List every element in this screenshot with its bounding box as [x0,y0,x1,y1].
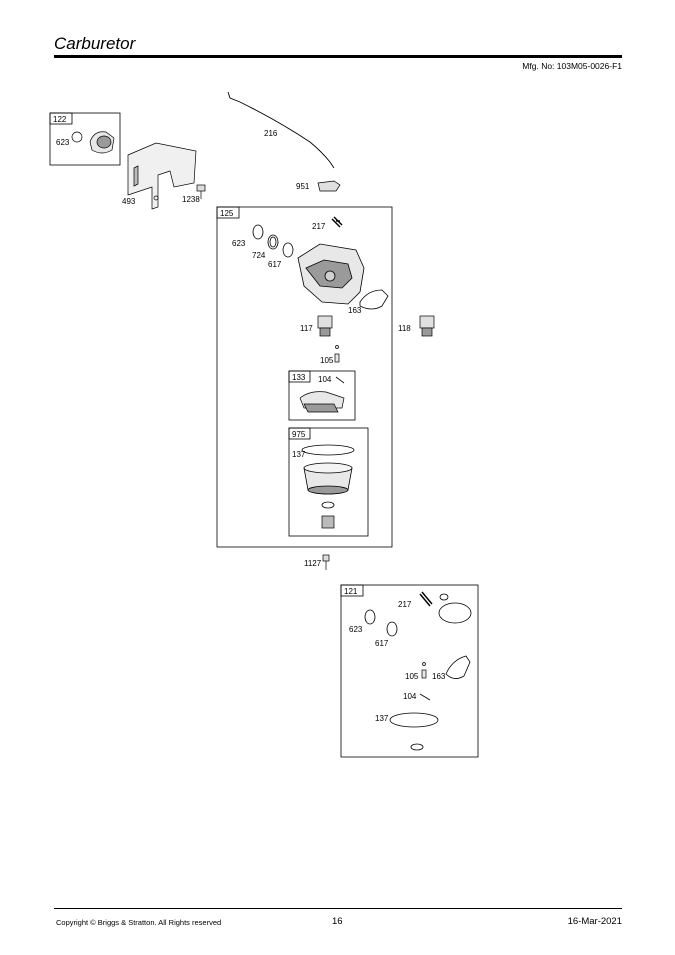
part-label: 104 [318,375,332,384]
part-label: 163 [348,306,362,315]
kit121-gasket-part-163 [445,655,471,679]
bracket-part-493 [127,142,197,210]
kit121-pin-part-104 [419,693,431,701]
jet-part-105 [334,345,340,363]
kit121-gasket-part-623 [364,609,376,625]
kit121-small-ring [439,593,449,601]
float-part [299,391,345,413]
kit-box-133 [288,370,356,421]
solenoid-part-118 [419,315,435,337]
kit-box-122 [49,112,121,166]
solenoid-part-117 [317,315,333,337]
choke-cap-part [71,131,115,154]
screw-part-1238 [196,184,206,199]
part-label: 617 [268,260,282,269]
kit121-washer-part [410,743,424,751]
part-label: 951 [296,182,310,191]
kit-label-125: 125 [220,209,234,218]
ring-part-724 [267,234,279,250]
kit-label-121: 121 [344,587,358,596]
kit-box-125 [216,206,393,548]
float-bowl-part [303,462,353,495]
gasket-part-163 [359,289,389,310]
kit121-gasket-part-617 [386,621,398,637]
page-number: 16 [332,916,343,927]
kit121-oring-part-137 [389,712,439,728]
governor-rod-part-216 [227,91,335,169]
part-label: 623 [349,625,363,634]
part-label: 217 [398,600,412,609]
part-label: 617 [375,639,389,648]
kit-label-box-975 [288,427,311,440]
part-label: 1127 [304,559,322,568]
spring-part-217 [331,216,343,228]
part-label: 1238 [182,195,200,204]
part-label: 105 [320,356,334,365]
header-rule [54,55,622,58]
kit-label-975: 975 [292,430,306,439]
kit-label-box-125 [216,206,240,219]
part-label: 493 [122,197,136,206]
footer-date: 16-Mar-2021 [567,916,622,927]
kit-label-box-121 [340,584,364,597]
part-label: 724 [252,251,266,260]
link-part-951 [317,180,341,192]
gasket-part-623 [252,224,264,240]
kit121-spring-part-217 [419,591,433,607]
part-label: 217 [312,222,326,231]
part-label: 105 [405,672,419,681]
footer-rule [54,908,622,909]
page-title: Carburetor [54,34,136,53]
washer-part [321,501,335,509]
bolt-part-1127 [322,554,330,570]
part-label: 117 [300,324,313,333]
kit121-large-gasket [438,602,472,624]
kit-label-box-122 [49,112,73,125]
part-label: 104 [403,692,417,701]
kit-label-133: 133 [292,373,306,382]
carburetor-body-part [297,243,365,305]
part-label: 137 [375,714,389,723]
kit121-jet-part-105 [421,662,427,679]
mfg-number: Mfg. No: 103M05-0026-F1 [522,61,622,71]
oring-part-137 [301,444,355,456]
copyright-text: Copyright © Briggs & Stratton. All Right… [56,918,222,927]
part-label: 216 [264,129,278,138]
kit-label-box-133 [288,370,311,383]
part-label: 118 [398,324,411,333]
part-label: 623 [56,138,70,147]
kit-box-121 [340,584,479,758]
pin-part-104 [335,376,345,384]
part-label: 137 [292,450,306,459]
kit-box-975 [288,427,369,537]
gasket-part-617 [282,242,294,258]
part-label: 623 [232,239,246,248]
part-label: 163 [432,672,446,681]
bowl-nut-part [321,515,335,529]
kit-label-122: 122 [53,115,67,124]
